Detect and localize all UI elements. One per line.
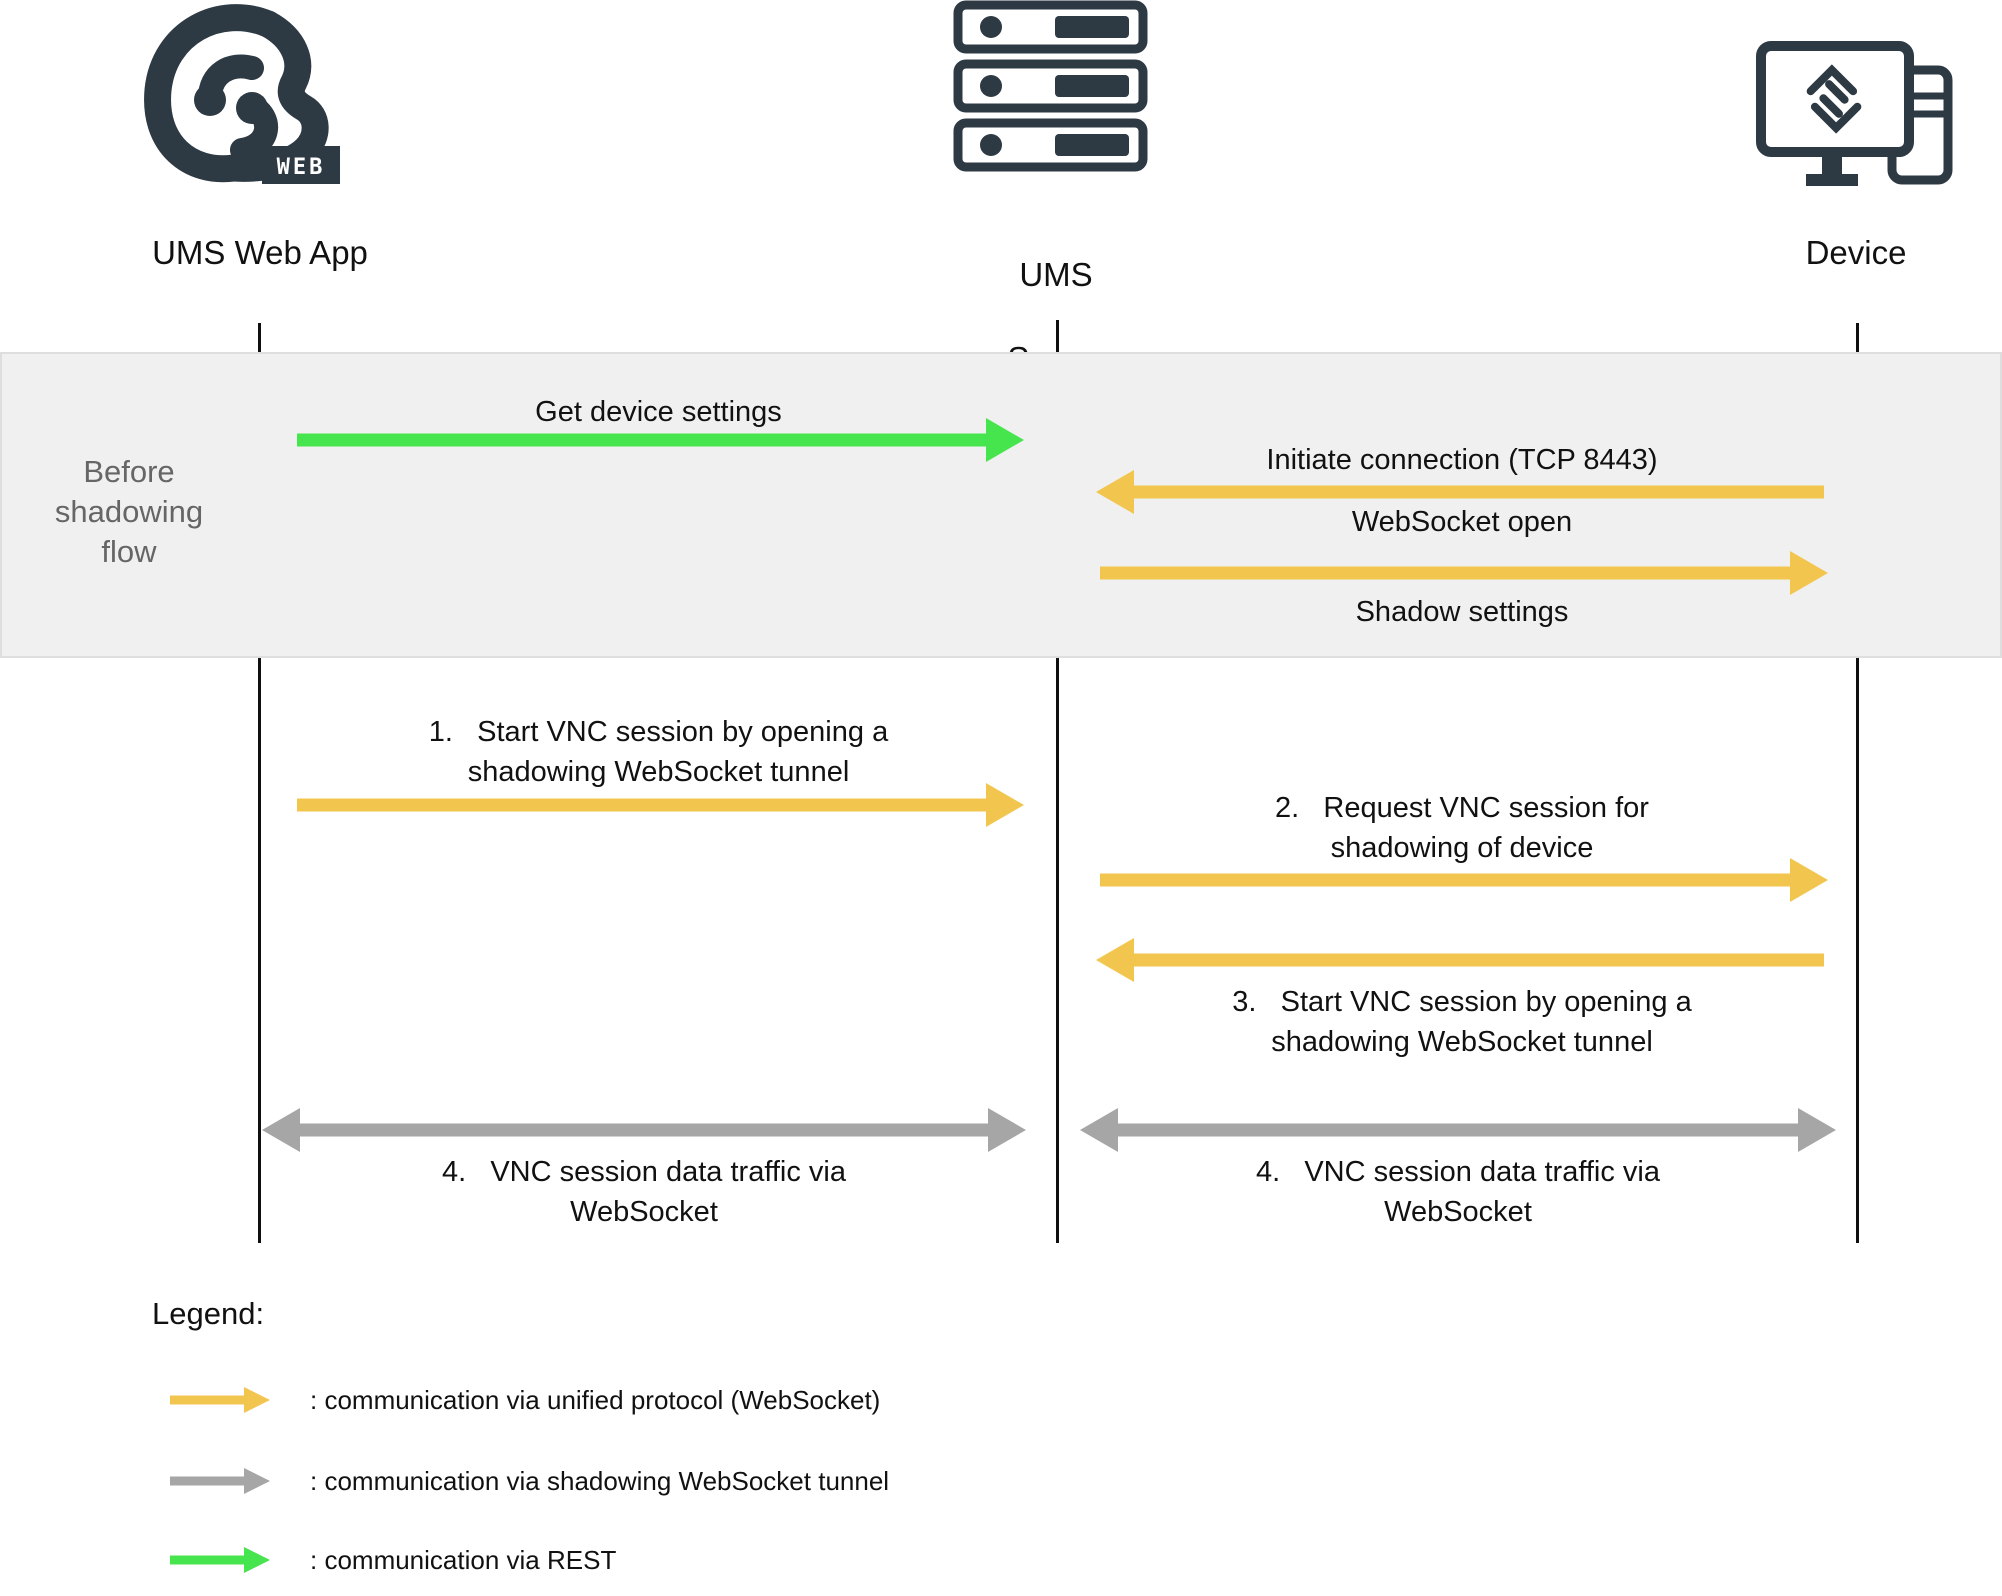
participant-label-device: Device	[1805, 234, 1907, 271]
msg-step2-label: 2. Request VNC session for shadowing of …	[1275, 792, 1649, 864]
arrow-head-left	[262, 1108, 300, 1152]
arrow-shaft	[170, 1395, 250, 1405]
legend-item-rest: : communication via REST	[170, 1540, 616, 1580]
legend-item-unified-protocol: : communication via unified protocol (We…	[170, 1380, 880, 1420]
legend-item-label: : communication via unified protocol (We…	[310, 1384, 881, 1415]
msg-step3-arrow	[1096, 938, 1824, 982]
server-rack-icon	[953, 0, 1148, 172]
arrow-head-left	[1096, 938, 1134, 982]
msg-step1-label: 1. Start VNC session by opening a shadow…	[428, 716, 889, 788]
msg-get-device-settings-label: Get device settings	[535, 396, 782, 428]
msg-shadow-settings-label: Shadow settings	[1355, 596, 1569, 628]
participant-label-ums-server-line1: UMS	[1019, 256, 1093, 293]
arrow-shaft	[297, 433, 990, 447]
arrow-shaft	[170, 1476, 250, 1486]
before-shadowing-label: Before shadowing flow	[54, 454, 204, 569]
arrow-shaft	[1114, 1123, 1802, 1137]
arrow-head-right	[986, 783, 1024, 827]
shadowing-tunnel-arrow-icon	[170, 1463, 270, 1499]
legend-title: Legend:	[152, 1296, 265, 1331]
lifeline-device	[1856, 323, 1859, 1243]
legend-item-label: : communication via shadowing WebSocket …	[310, 1465, 890, 1496]
msg-initiate-connection-label: Initiate connection (TCP 8443)	[1266, 444, 1658, 476]
arrow-shaft	[1130, 953, 1824, 967]
lifeline-ums-server	[1056, 320, 1059, 1243]
device-workstation-icon	[1756, 41, 1953, 186]
rest-arrow-icon	[170, 1542, 270, 1578]
arrow-shaft	[170, 1555, 250, 1565]
arrow-head-right	[1790, 551, 1828, 595]
legend-item-shadowing-tunnel: : communication via shadowing WebSocket …	[170, 1461, 889, 1501]
arrow-head-left	[1096, 470, 1134, 514]
arrow-head-left	[1080, 1108, 1118, 1152]
legend-item-label: : communication via REST	[310, 1544, 617, 1575]
msg-step4-web-server-label: 4. VNC session data traffic via WebSocke…	[441, 1156, 847, 1228]
msg-step4-server-device-arrow	[1080, 1108, 1836, 1152]
web-badge-text: WEB	[277, 155, 326, 180]
arrow-shaft	[1100, 566, 1794, 580]
participant-label-ums-web-app: UMS Web App	[152, 234, 368, 271]
arrow-shaft	[1100, 873, 1794, 887]
arrow-shaft	[297, 798, 990, 812]
ums-web-app-logo-icon: WEB	[144, 4, 340, 184]
arrow-head-right	[244, 1387, 270, 1413]
arrow-head-right	[244, 1468, 270, 1494]
msg-step4-server-device-label: 4. VNC session data traffic via WebSocke…	[1255, 1156, 1661, 1228]
lifeline-ums-web-app	[258, 323, 261, 1243]
arrow-head-right	[988, 1108, 1026, 1152]
arrow-shaft	[296, 1123, 992, 1137]
web-badge	[262, 146, 340, 184]
before-shadowing-band	[0, 352, 2002, 658]
msg-websocket-open-label: WebSocket open	[1351, 506, 1573, 538]
arrow-head-right	[1798, 1108, 1836, 1152]
arrow-head-right	[1790, 858, 1828, 902]
msg-step1-arrow	[297, 783, 1024, 827]
unified-protocol-arrow-icon	[170, 1382, 270, 1418]
arrow-head-right	[244, 1547, 270, 1573]
msg-step4-web-server-arrow	[262, 1108, 1026, 1152]
msg-initiate-connection-arrow	[1096, 470, 1824, 514]
arrow-shaft	[1130, 485, 1824, 499]
msg-step3-label: 3. Start VNC session by opening a shadow…	[1232, 986, 1692, 1058]
arrow-head-right	[986, 418, 1024, 462]
msg-websocket-open-arrow	[1100, 551, 1828, 595]
msg-step2-arrow	[1100, 858, 1828, 902]
msg-get-device-settings-arrow	[297, 418, 1024, 462]
